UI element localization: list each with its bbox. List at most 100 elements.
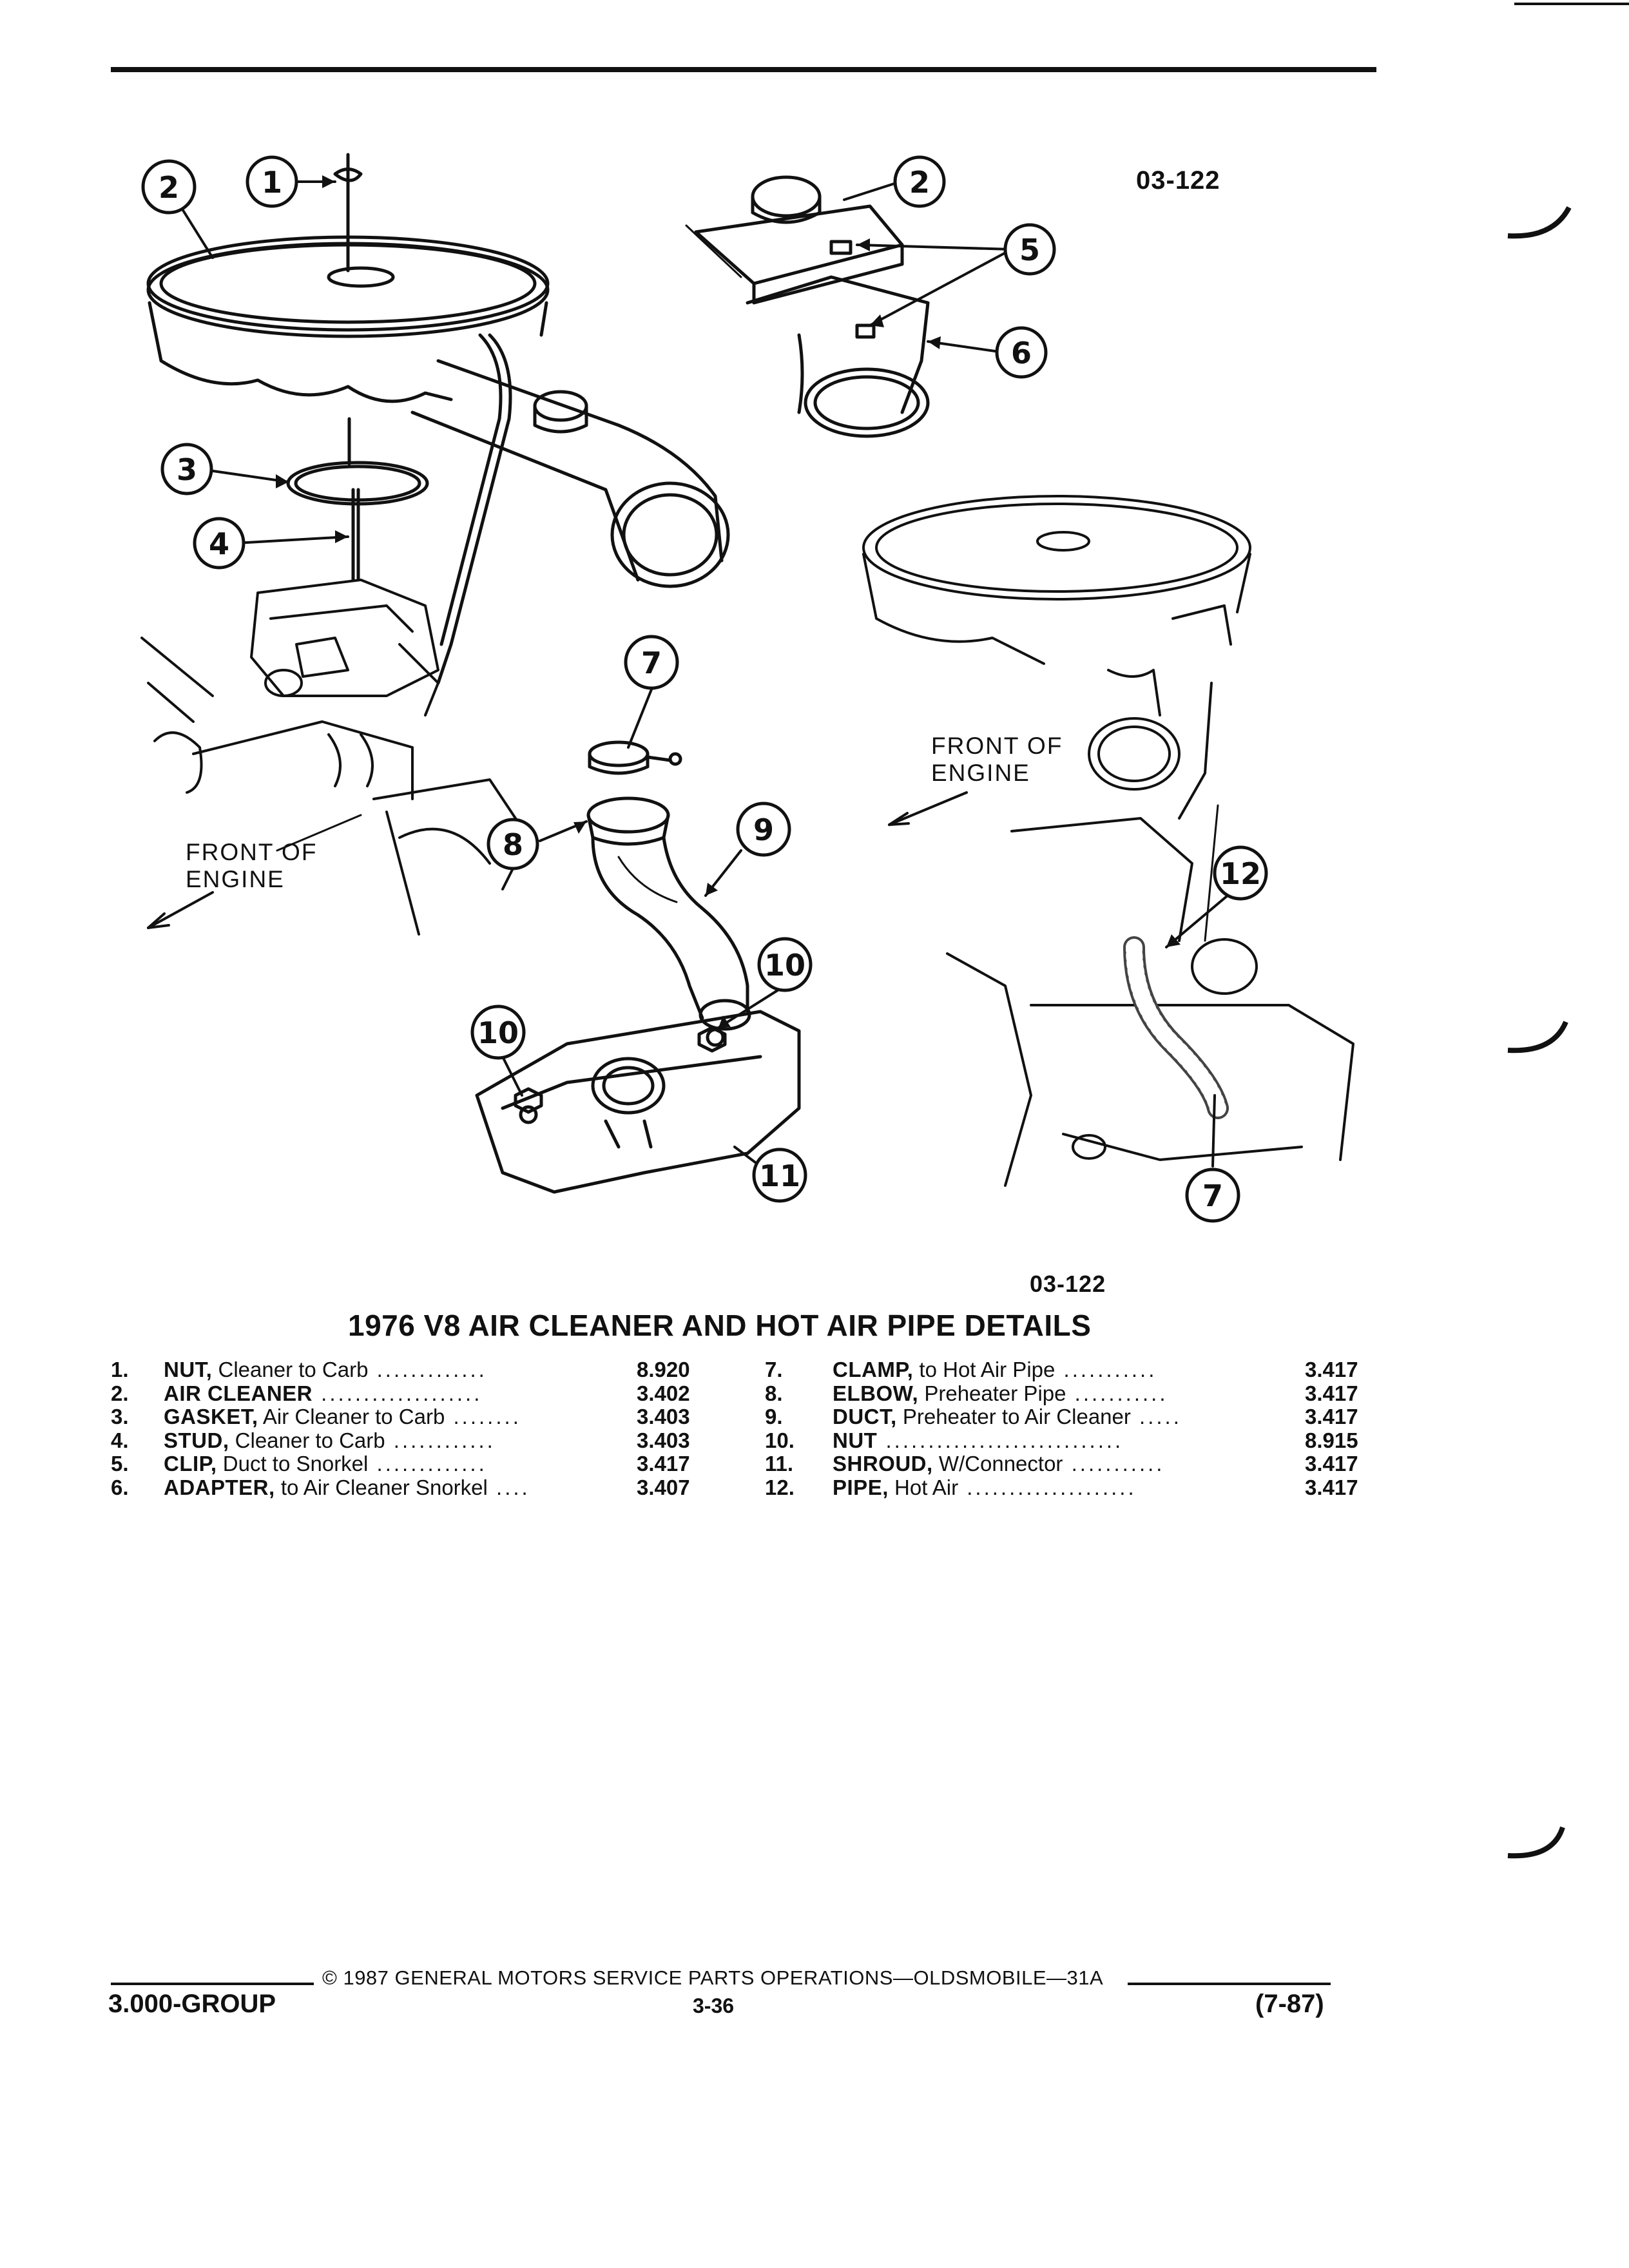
part-detail: Preheater to Air Cleaner — [896, 1405, 1131, 1428]
part-code: 3.417 — [1305, 1358, 1358, 1381]
svg-text:5: 5 — [1019, 233, 1040, 267]
callout-10-right: 10 — [757, 937, 813, 992]
carburetor — [140, 579, 530, 936]
air-cleaner-left — [146, 153, 730, 685]
svg-text:10: 10 — [764, 948, 805, 983]
parts-row: 2. AIR CLEANER ................... 3.402 — [111, 1381, 704, 1406]
parts-row: 10.NUT ............................8.915 — [765, 1428, 1371, 1453]
svg-text:3: 3 — [177, 452, 197, 487]
part-number: 5. — [111, 1452, 129, 1475]
callout-10-left: 10 — [470, 1004, 526, 1060]
leader-dots: ........ — [445, 1405, 521, 1428]
part-name: STUD, — [164, 1428, 229, 1452]
part-code: 8.920 — [637, 1358, 690, 1381]
part-number: 8. — [765, 1381, 783, 1405]
callout-3: 3 — [160, 443, 213, 495]
part-detail: to Air Cleaner Snorkel — [275, 1475, 488, 1499]
svg-text:8: 8 — [503, 827, 523, 862]
part-number: 12. — [765, 1475, 795, 1499]
arrowheads — [276, 175, 1181, 1028]
front-of-engine-left: FRONT OF ENGINE — [186, 839, 318, 892]
part-code: 3.402 — [637, 1381, 690, 1405]
leader-dots: .... — [487, 1475, 530, 1499]
part-name: NUT — [833, 1428, 878, 1452]
parts-row: 9. DUCT, Preheater to Air Cleaner ..... 3.… — [765, 1405, 1371, 1429]
callout-2-left: 2 — [141, 159, 197, 215]
part-description: CLAMP, to Hot Air Pipe ........... — [833, 1358, 1157, 1382]
leader-dots: ................... — [313, 1381, 483, 1405]
part-code: 3.417 — [1305, 1405, 1358, 1428]
footer-rule-right — [1128, 1983, 1331, 1985]
copyright-note: © 1987 GENERAL MOTORS SERVICE PARTS OPER… — [322, 1966, 1104, 1989]
part-name: CLAMP, — [833, 1358, 914, 1381]
part-description: AIR CLEANER ................... — [164, 1381, 483, 1406]
part-description: NUT ............................ — [833, 1428, 1124, 1453]
svg-text:7: 7 — [1202, 1178, 1223, 1213]
figure-title: 1976 V8 AIR CLEANER AND HOT AIR PIPE DET… — [348, 1309, 1092, 1342]
part-name: SHROUD, — [833, 1452, 933, 1475]
part-name: ELBOW, — [833, 1381, 919, 1405]
part-code: 3.407 — [637, 1475, 690, 1499]
svg-text:2: 2 — [909, 165, 930, 200]
parts-list-left: 1. NUT, Cleaner to Carb ............. 8.92… — [111, 1358, 704, 1499]
part-name: DUCT, — [833, 1405, 897, 1428]
part-code: 3.417 — [1305, 1381, 1358, 1405]
part-detail: Preheater Pipe — [918, 1381, 1066, 1405]
leader-dots: .................... — [958, 1475, 1137, 1499]
part-name: GASKET, — [164, 1405, 258, 1428]
part-number: 3. — [111, 1405, 129, 1428]
callout-6: 6 — [995, 326, 1048, 379]
svg-text:9: 9 — [753, 812, 774, 847]
figure-id-top: 03-122 — [1136, 166, 1220, 195]
part-description: SHROUD, W/Connector ........... — [833, 1452, 1164, 1476]
part-number: 2. — [111, 1381, 129, 1405]
clamp — [588, 740, 682, 775]
parts-row: 1. NUT, Cleaner to Carb ............. 8.92… — [111, 1358, 704, 1382]
binding-mark-2 — [1507, 1021, 1568, 1053]
callout-4: 4 — [193, 517, 246, 570]
part-number: 9. — [765, 1405, 783, 1428]
leader-dots: ............. — [368, 1358, 487, 1381]
svg-text:12: 12 — [1220, 856, 1261, 891]
part-name: CLIP, — [164, 1452, 217, 1475]
part-detail: W/Connector — [932, 1452, 1063, 1475]
part-description: STUD, Cleaner to Carb ............ — [164, 1428, 496, 1453]
callout-7-center: 7 — [624, 635, 679, 690]
stud — [347, 417, 360, 582]
part-detail: Duct to Snorkel — [217, 1452, 369, 1475]
part-name: AIR CLEANER — [164, 1381, 313, 1405]
part-number: 1. — [111, 1358, 129, 1381]
part-code: 3.403 — [637, 1405, 690, 1428]
svg-text:7: 7 — [641, 646, 662, 680]
part-detail: Cleaner to Carb — [212, 1358, 369, 1381]
parts-list-right: 7.CLAMP, to Hot Air Pipe ...........3.41… — [765, 1358, 1371, 1499]
svg-text:11: 11 — [759, 1158, 800, 1193]
header-rule — [111, 67, 1376, 72]
parts-row: 4.STUD, Cleaner to Carb ............3.40… — [111, 1428, 704, 1453]
callouts: 1 2 3 4 2 5 6 7 8 9 10 10 11 12 7 — [141, 155, 1268, 1223]
parts-row: 3. GASKET, Air Cleaner to Carb ........ 3.… — [111, 1405, 704, 1429]
shroud — [475, 1010, 801, 1194]
leader-dots: ............................ — [877, 1428, 1124, 1452]
binding-marks — [1507, 206, 1572, 1859]
part-description: CLIP, Duct to Snorkel ............. — [164, 1452, 487, 1476]
part-description: NUT, Cleaner to Carb ............. — [164, 1358, 487, 1382]
part-code: 3.417 — [1305, 1475, 1358, 1499]
revision-date: (7-87) — [1255, 1990, 1324, 2018]
binding-mark-3 — [1507, 1826, 1565, 1859]
front-of-engine-right: FRONT OF ENGINE — [931, 733, 1063, 786]
leader-dots: ............ — [385, 1428, 496, 1452]
part-description: DUCT, Preheater to Air Cleaner ..... — [833, 1405, 1182, 1429]
part-number: 11. — [765, 1452, 794, 1475]
exploded-diagram: 1 2 3 4 2 5 6 7 8 9 10 10 11 12 7 — [140, 153, 1354, 1223]
corner-mark — [1514, 3, 1629, 5]
callout-7-right: 7 — [1185, 1168, 1240, 1223]
callout-9: 9 — [736, 802, 791, 857]
nuts — [514, 1026, 727, 1114]
part-code: 3.417 — [1305, 1452, 1358, 1475]
binding-mark-1 — [1507, 206, 1572, 239]
part-number: 4. — [111, 1428, 129, 1452]
part-detail: Air Cleaner to Carb — [258, 1405, 445, 1428]
front-arrow-left — [147, 891, 214, 929]
part-code: 3.417 — [637, 1452, 690, 1475]
